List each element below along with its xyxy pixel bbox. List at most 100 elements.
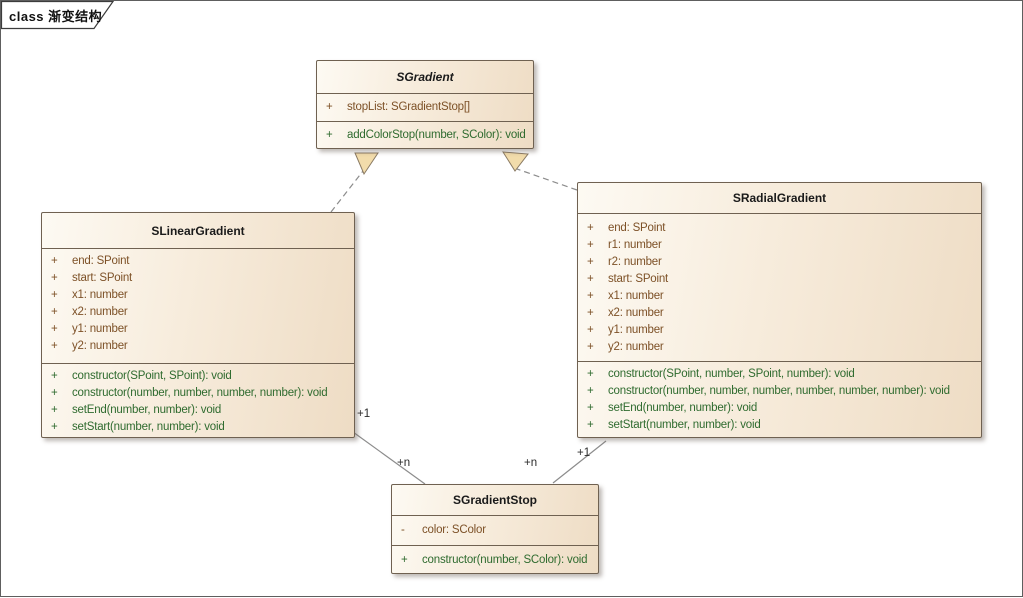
attribute-row: + x1: number [578,288,981,305]
attribute-text: x2: number [72,306,128,318]
attribute-row: +x1: number [42,287,354,304]
attribute-text: y1: number [608,324,664,336]
operation-text: constructor(number, SColor): void [422,553,588,566]
visibility-marker: + [587,273,594,285]
visibility-marker: + [587,256,594,268]
attribute-text: start: SPoint [608,273,669,285]
generalization-connector-right[interactable] [516,168,578,191]
visibility-marker: + [587,307,594,319]
attribute-text: y1: number [72,323,128,335]
operations-compartment: + constructor(SPoint, SPoint): void + cons… [42,364,354,439]
attribute-text: x1: number [608,290,664,302]
attribute-text: y2: number [608,341,664,353]
class-title: SRadialGradient [578,183,981,214]
frame-label: class 渐变结构 [9,9,103,24]
attribute-text: r1: number [608,239,662,251]
attributes-compartment: + end: SPoint + r1: number + r2: number + st… [578,214,981,362]
visibility-marker: + [587,222,594,234]
operation-text: constructor(number, number, number, numb… [608,385,950,397]
visibility-marker: + [51,255,58,267]
frame-label-tab: class 渐变结构 [0,0,123,31]
operation-text: constructor(SPoint, SPoint): void [72,370,232,382]
operation-row: + constructor(number, SColor): void [392,552,598,569]
generalization-arrowhead-left-icon [354,152,379,176]
class-box-sgradientstop[interactable]: SGradientStop - color: SColor + construc… [391,484,599,574]
visibility-marker: + [587,290,594,302]
attribute-text: y2: number [72,340,128,352]
operation-text: setEnd(number, number): void [72,404,222,416]
operations-compartment: + addColorStop(number, SColor): void [317,122,533,149]
operation-row: + setStart(number, number): void [42,419,354,436]
attribute-row: + end: SPoint [578,220,981,237]
visibility-marker: + [51,323,58,335]
visibility-marker: + [51,340,58,352]
operation-row: + constructor(number, number, number, num… [578,383,981,400]
visibility-marker: + [51,404,58,416]
operation-row: + setEnd(number, number): void [42,402,354,419]
attribute-text: x2: number [608,307,664,319]
visibility-marker: + [326,101,333,113]
visibility-marker: + [587,324,594,336]
operation-text: constructor(number, number, number, numb… [72,387,328,399]
attributes-compartment: + stopList: SGradientStop[] [317,94,533,122]
visibility-marker: + [51,272,58,284]
operation-row: + constructor(number, number, number, num… [42,385,354,402]
visibility-marker: + [587,419,594,431]
class-title: SLinearGradient [42,213,354,249]
generalization-arrowhead-right-icon [502,151,529,172]
visibility-marker: + [51,289,58,301]
attribute-text: start: SPoint [72,272,133,284]
class-box-slineargradient[interactable]: SLinearGradient +end: SPoint + start: SPo… [41,212,355,438]
frame-tab-shape [0,0,115,30]
class-title: SGradient [317,61,533,94]
attribute-row: + y1: number [578,322,981,339]
attribute-row: + y1: number [42,321,354,338]
class-box-sradialgradient[interactable]: SRadialGradient + end: SPoint + r1: number… [577,182,982,438]
visibility-marker: + [51,370,58,382]
attribute-text: color: SColor [422,524,486,536]
attribute-row: - color: SColor [392,522,598,539]
multiplicity-label: +1 [357,408,371,420]
multiplicity-label: +n [397,457,411,469]
class-box-sgradient[interactable]: SGradient + stopList: SGradientStop[] + … [316,60,534,149]
operations-compartment: + constructor(SPoint, number, SPoint, num… [578,362,981,439]
attribute-row: + y2: number [42,338,354,355]
attribute-row: + r1: number [578,237,981,254]
attribute-row: + y2: number [578,339,981,356]
operation-row: + setStart(number, number): void [578,417,981,434]
attribute-row: +end: SPoint [42,253,354,270]
association-connector-radial-stop[interactable] [552,440,607,484]
attribute-row: + x2: number [578,305,981,322]
operation-text: setStart(number, number): void [72,421,225,433]
attribute-row: + start: SPoint [42,270,354,287]
visibility-marker: - [401,524,405,536]
visibility-marker: + [587,402,594,414]
class-title: SGradientStop [392,485,598,516]
attribute-row: + start: SPoint [578,271,981,288]
attribute-row: + r2: number [578,254,981,271]
visibility-marker: + [587,239,594,251]
visibility-marker: + [51,421,58,433]
attributes-compartment: - color: SColor [392,516,598,546]
attribute-text: r2: number [608,256,662,268]
generalization-connector-left[interactable] [330,170,364,213]
attribute-text: end: SPoint [608,222,666,234]
multiplicity-label: +n [524,457,538,469]
visibility-marker: + [401,553,408,566]
multiplicity-label: +1 [577,447,591,459]
visibility-marker: + [587,385,594,397]
visibility-marker: + [587,341,594,353]
operation-text: setStart(number, number): void [608,419,761,431]
operation-row: + addColorStop(number, SColor): void [317,127,533,144]
attribute-row: + stopList: SGradientStop[] [317,99,533,116]
visibility-marker: + [51,387,58,399]
operation-text: constructor(SPoint, number, SPoint, numb… [608,368,855,380]
association-connector-linear-stop[interactable] [352,431,426,485]
operation-row: +constructor(SPoint, number, SPoint, num… [578,366,981,383]
operation-row: + setEnd(number, number): void [578,400,981,417]
attribute-text: stopList: SGradientStop[] [347,101,470,113]
operation-text: setEnd(number, number): void [608,402,758,414]
operation-row: + constructor(SPoint, SPoint): void [42,368,354,385]
operation-text: addColorStop(number, SColor): void [347,129,526,141]
